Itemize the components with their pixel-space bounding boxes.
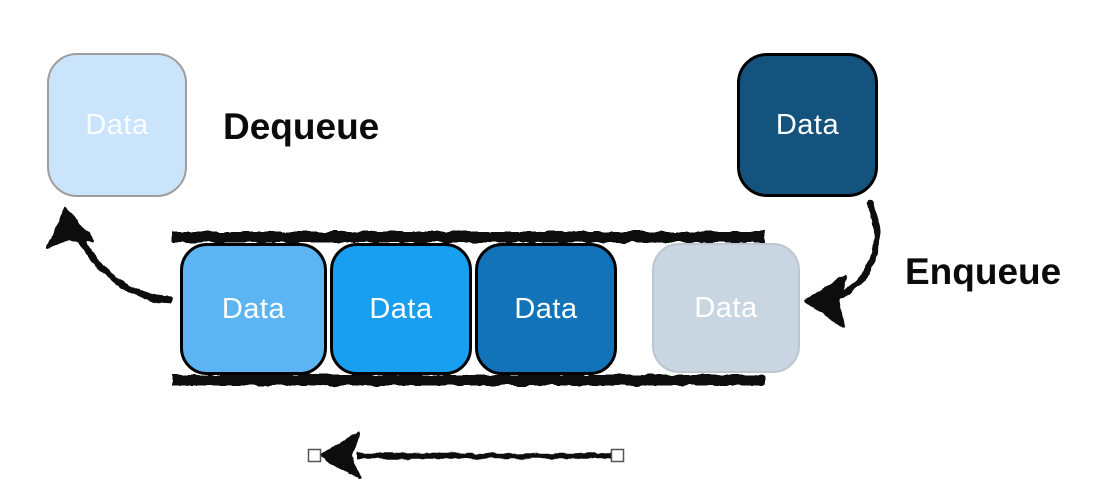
dequeued-item-box: Data [47,53,187,197]
enqueue-arrow-icon [804,199,881,328]
dequeue-arrow-icon [46,206,174,304]
direction-arrow-icon [319,431,612,479]
arrow-endpoint-handle-left [307,448,322,463]
arrow-endpoint-handle-right [610,448,625,463]
enqueue-item-label: Data [775,108,840,141]
dequeue-label: Dequeue [223,106,380,147]
queue-item-box-2: Data [330,243,472,375]
queue-item-label: Data [514,292,578,325]
queue-item-box-3: Data [475,243,617,375]
queue-item-box-1: Data [180,243,327,375]
queue-item-label: Data [369,292,433,325]
queue-item-box-ghost: Data [652,243,800,373]
enqueue-item-box: Data [737,53,878,197]
dequeued-item-label: Data [85,108,149,141]
queue-item-label: Data [694,291,758,324]
queue-item-label: Data [221,292,286,325]
enqueue-label: Enqueue [905,251,1062,292]
